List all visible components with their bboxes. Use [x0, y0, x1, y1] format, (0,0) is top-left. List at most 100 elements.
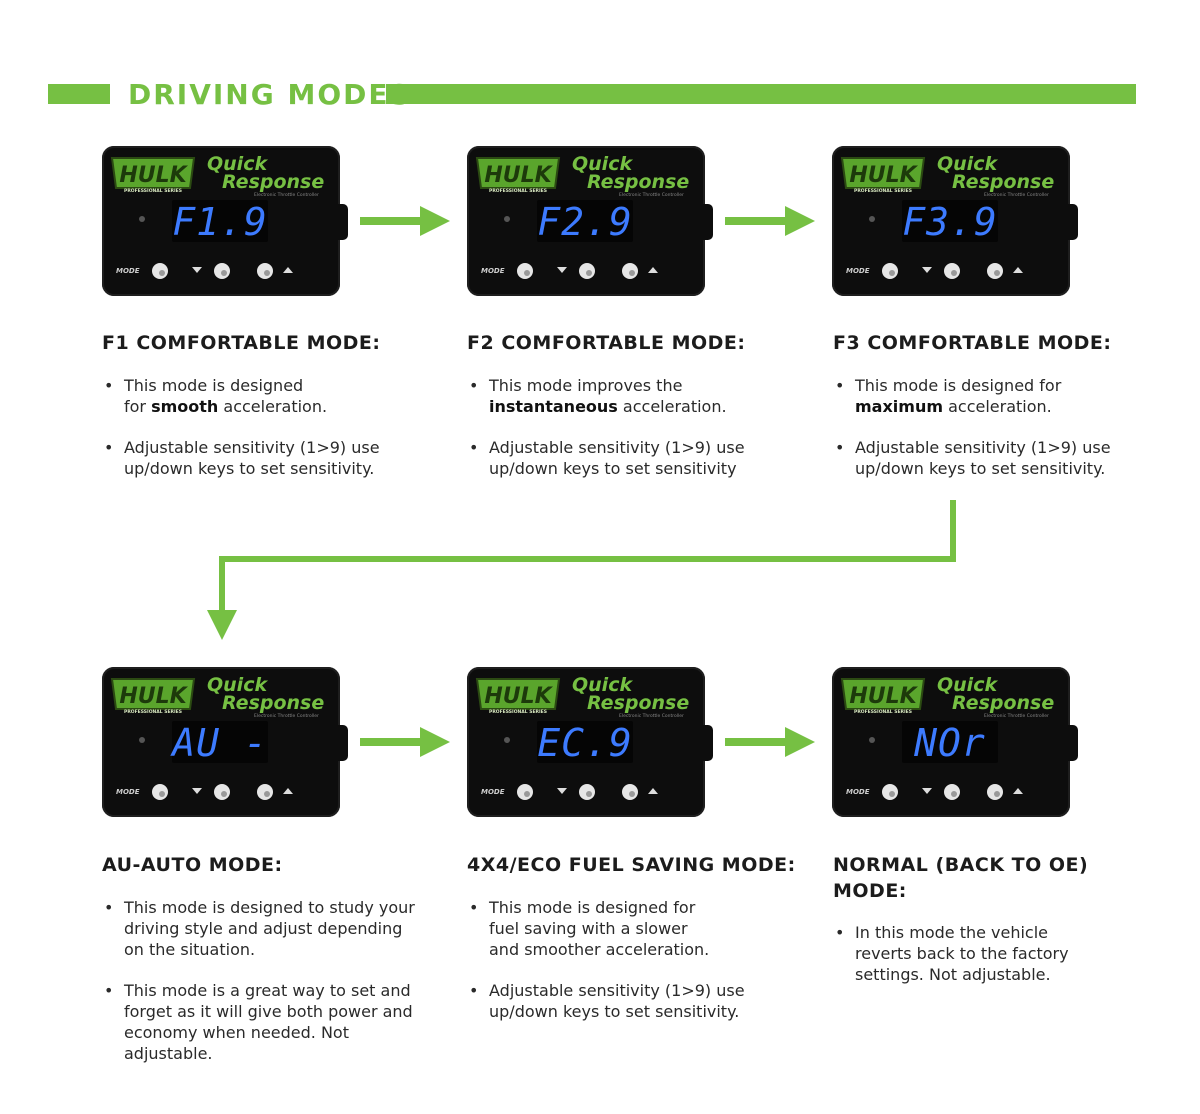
- up-triangle-icon: [1013, 267, 1023, 273]
- product-name-line2: Response: [587, 692, 689, 714]
- product-name-line1: Quick: [937, 153, 998, 175]
- product-name-line1: Quick: [937, 674, 998, 696]
- header-bar-left: [48, 84, 110, 104]
- product-name-line2: Response: [222, 692, 324, 714]
- down-button-icon: [579, 784, 595, 800]
- status-led-icon: [139, 216, 145, 222]
- mode-title-eco: 4X4/ECO FUEL SAVING MODE:: [467, 854, 796, 876]
- down-triangle-icon: [192, 788, 202, 794]
- up-button-icon: [622, 263, 638, 279]
- lcd-readout: AU -: [170, 721, 268, 765]
- header-bar-right: [386, 84, 1136, 104]
- status-led-icon: [869, 737, 875, 743]
- up-button-icon: [257, 784, 273, 800]
- product-name-line1: Quick: [207, 674, 268, 696]
- product-name-line2: Response: [952, 171, 1054, 193]
- mode-title-f1: F1 COMFORTABLE MODE:: [102, 332, 381, 354]
- up-triangle-icon: [1013, 788, 1023, 794]
- mode-title-au: AU-AUTO MODE:: [102, 854, 283, 876]
- page-title: DRIVING MODES: [128, 78, 412, 111]
- up-triangle-icon: [648, 267, 658, 273]
- mode-title-f3: F3 COMFORTABLE MODE:: [833, 332, 1112, 354]
- lcd-display: [537, 200, 633, 242]
- lcd-display: [902, 200, 998, 242]
- mode-label: MODE: [116, 267, 140, 275]
- lcd-readout: F3.9: [902, 200, 998, 244]
- product-subtitle: Electronic Throttle Controller: [984, 713, 1049, 719]
- hulk-logo-text: HULK: [484, 684, 553, 709]
- down-button-icon: [944, 784, 960, 800]
- status-led-icon: [504, 737, 510, 743]
- arrow-right-icon: [360, 727, 450, 757]
- list-item: This mode is a great way to set andforge…: [104, 980, 434, 1064]
- connector-arrow-down-icon: [207, 500, 956, 640]
- device-side-tab: [703, 725, 713, 761]
- up-button-icon: [987, 784, 1003, 800]
- list-item: Adjustable sensitivity (1>9) useup/down …: [835, 437, 1165, 479]
- hulk-series-text: PROFESSIONAL SERIES: [489, 709, 547, 715]
- hulk-logo-text: HULK: [849, 684, 918, 709]
- hulk-logo-text: HULK: [484, 163, 553, 188]
- mode-button-icon: [152, 784, 168, 800]
- device-side-tab: [338, 725, 348, 761]
- status-led-icon: [869, 216, 875, 222]
- arrow-right-icon: [360, 206, 450, 236]
- lcd-display: [902, 721, 998, 763]
- list-item: Adjustable sensitivity (1>9) useup/down …: [469, 980, 799, 1022]
- lcd-readout: F1.9: [172, 200, 268, 244]
- product-subtitle: Electronic Throttle Controller: [619, 713, 684, 719]
- mode-bullets-au: This mode is designed to study yourdrivi…: [104, 897, 434, 1084]
- device-side-tab: [703, 204, 713, 240]
- down-triangle-icon: [192, 267, 202, 273]
- product-subtitle: Electronic Throttle Controller: [254, 713, 319, 719]
- product-name-line2: Response: [587, 171, 689, 193]
- mode-button-icon: [517, 784, 533, 800]
- up-triangle-icon: [648, 788, 658, 794]
- product-subtitle: Electronic Throttle Controller: [984, 192, 1049, 198]
- list-item: Adjustable sensitivity (1>9) useup/down …: [104, 437, 434, 479]
- lcd-display: [172, 721, 268, 763]
- status-led-icon: [139, 737, 145, 743]
- mode-label: MODE: [481, 788, 505, 796]
- hulk-logo-text: HULK: [119, 163, 188, 188]
- up-button-icon: [987, 263, 1003, 279]
- status-led-icon: [504, 216, 510, 222]
- device-side-tab: [1068, 725, 1078, 761]
- product-subtitle: Electronic Throttle Controller: [254, 192, 319, 198]
- up-triangle-icon: [283, 267, 293, 273]
- hulk-series-text: PROFESSIONAL SERIES: [854, 188, 912, 194]
- list-item: Adjustable sensitivity (1>9) useup/down …: [469, 437, 799, 479]
- mode-label: MODE: [116, 788, 140, 796]
- mode-button-icon: [152, 263, 168, 279]
- lcd-readout: NOr: [913, 721, 986, 765]
- product-name-line1: Quick: [572, 674, 633, 696]
- up-button-icon: [622, 784, 638, 800]
- hulk-series-text: PROFESSIONAL SERIES: [124, 188, 182, 194]
- arrow-right-icon: [725, 206, 815, 236]
- hulk-logo-text: HULK: [119, 684, 188, 709]
- mode-label: MODE: [846, 267, 870, 275]
- mode-button-icon: [882, 263, 898, 279]
- mode-title-normal: NORMAL (BACK TO OE)MODE:: [833, 854, 1089, 902]
- lcd-display: [172, 200, 268, 242]
- mode-label: MODE: [481, 267, 505, 275]
- product-name-line2: Response: [952, 692, 1054, 714]
